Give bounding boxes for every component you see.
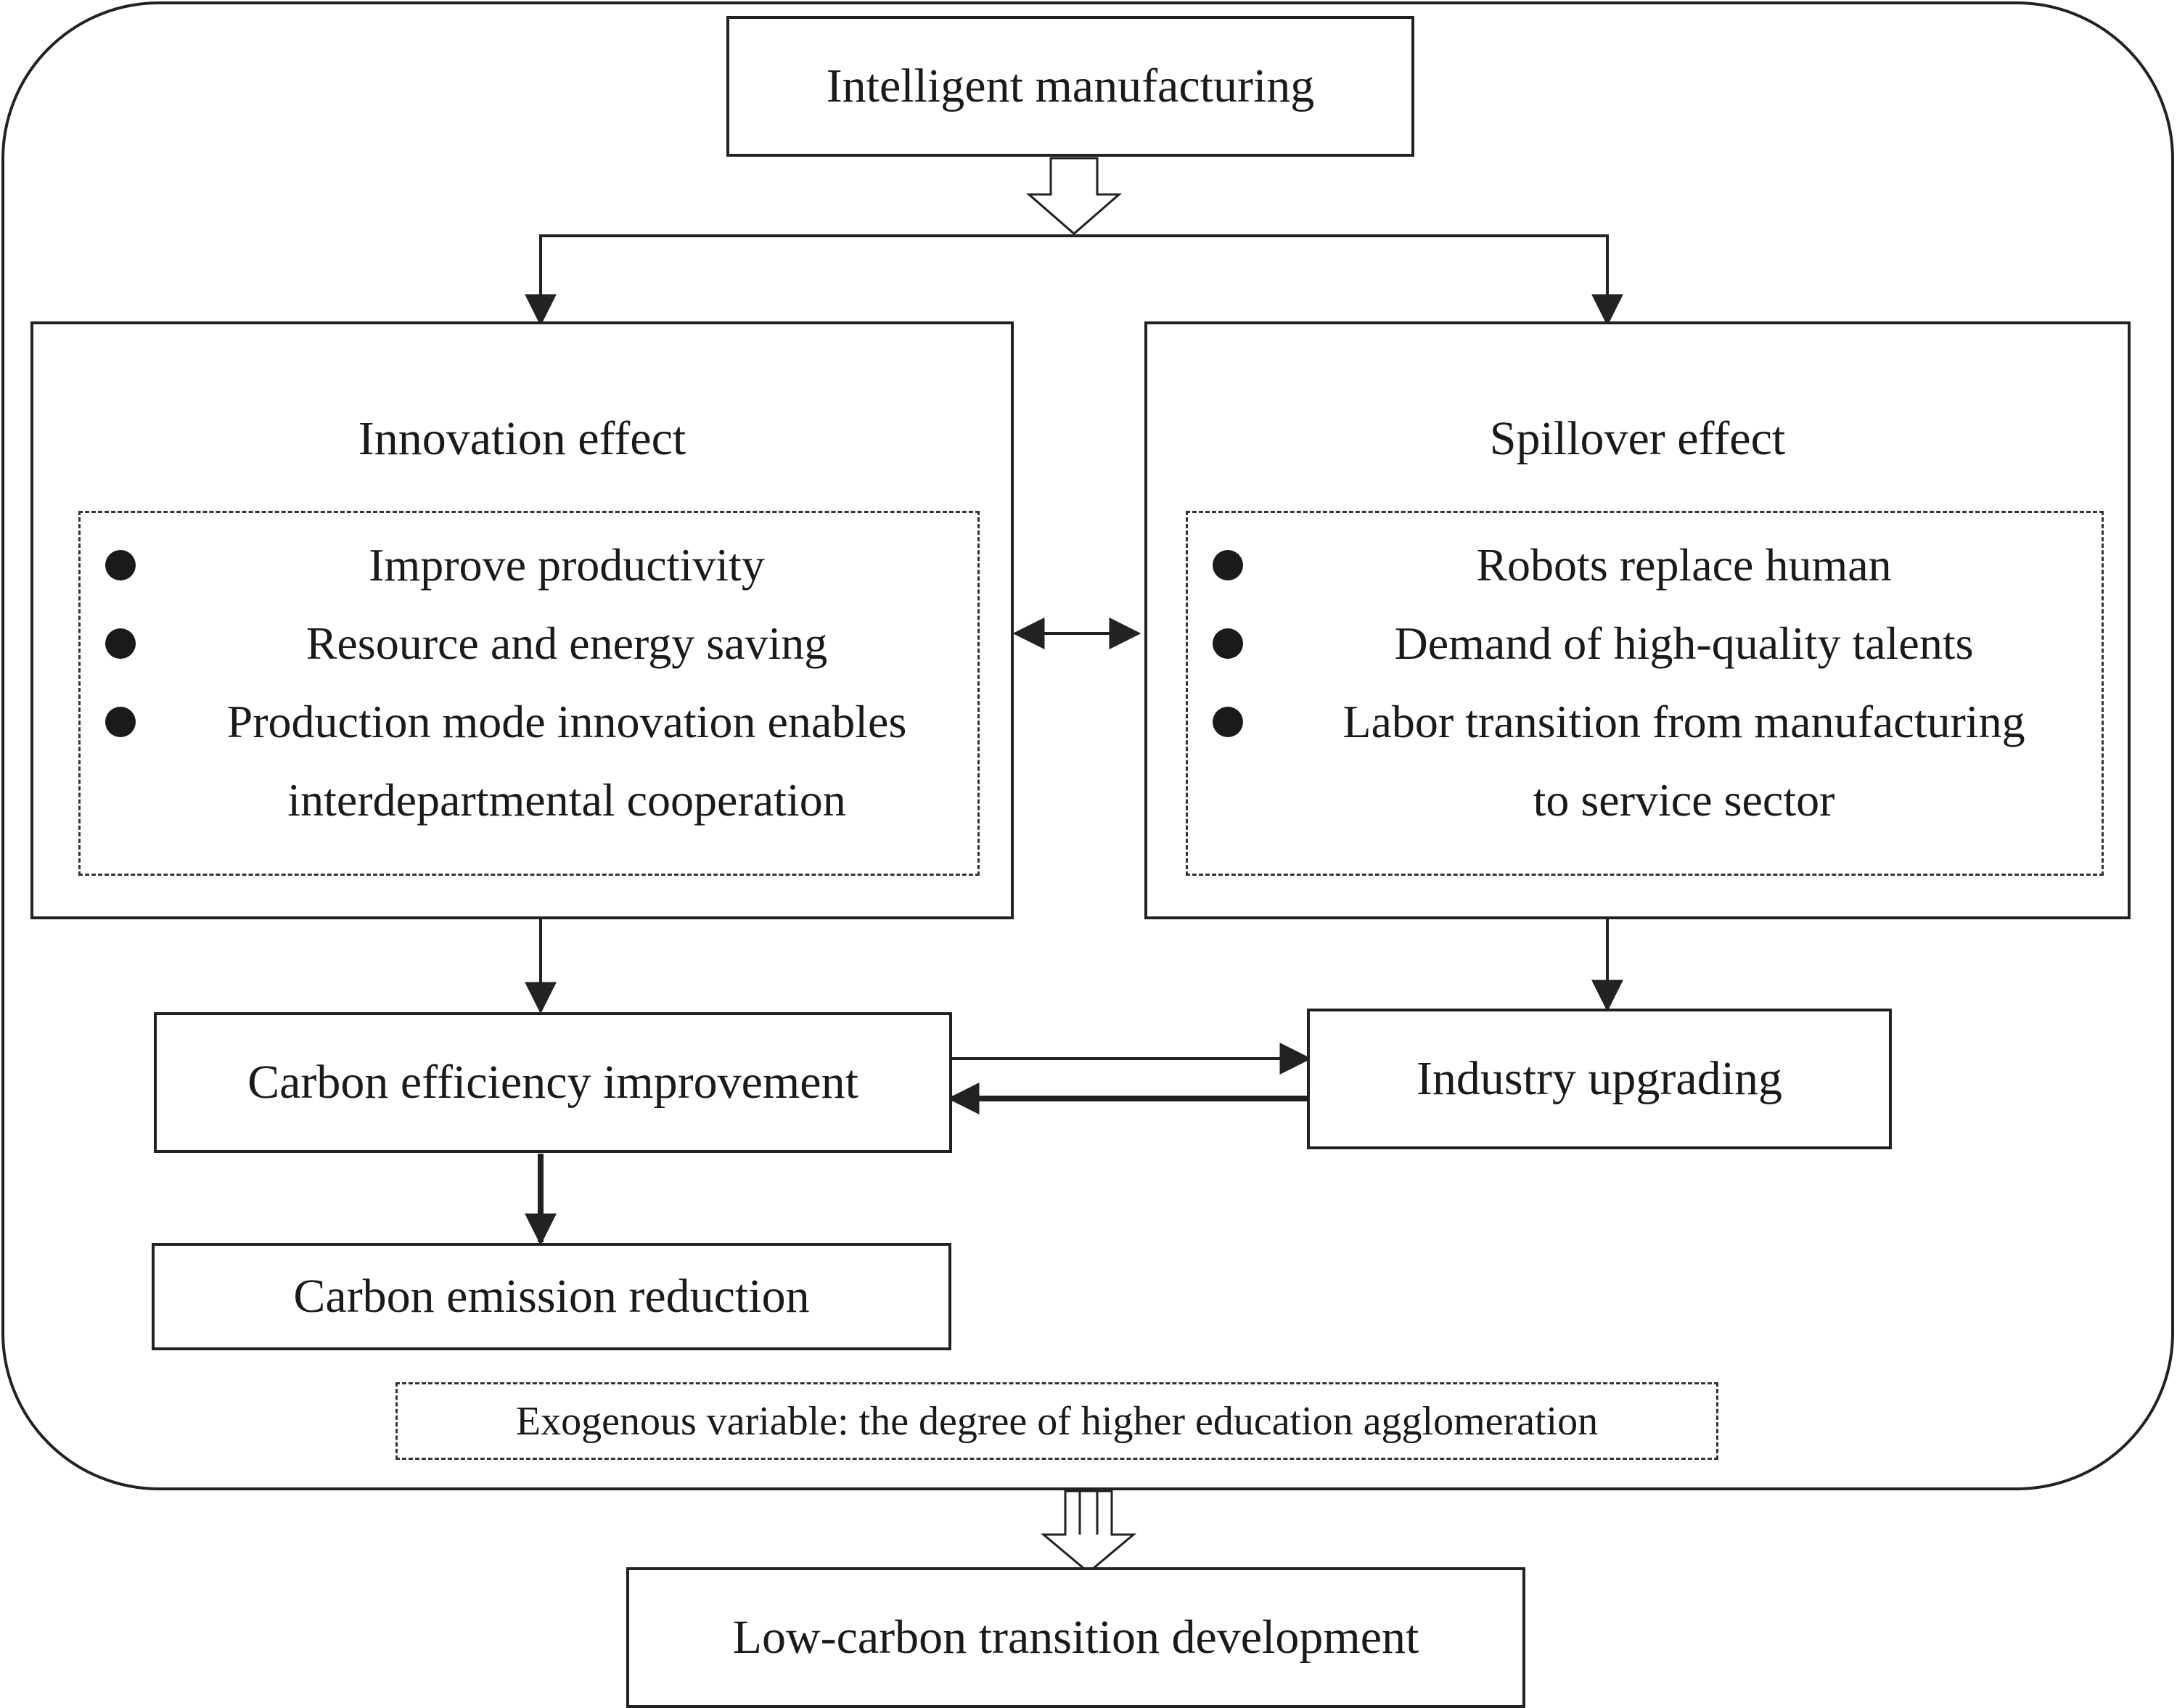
spillover-items-frame: Robots replace human Demand of high-qual… bbox=[1186, 511, 2104, 876]
hollow-arrow-bottom bbox=[1040, 1490, 1137, 1574]
list-item: Labor transition from manufacturing bbox=[1188, 683, 2091, 761]
innovation-items-frame: Improve productivity Resource and energy… bbox=[78, 511, 980, 876]
branch-line bbox=[539, 234, 1609, 323]
low-carbon-transition-label: Low-carbon transition development bbox=[732, 1610, 1419, 1664]
bullet-icon bbox=[105, 628, 136, 659]
carbon-efficiency-box: Carbon efficiency improvement bbox=[154, 1012, 952, 1153]
innovation-effect-title: Innovation effect bbox=[358, 412, 686, 465]
list-item: Demand of high-quality talents bbox=[1188, 604, 2091, 683]
list-item: Production mode innovation enables bbox=[81, 683, 964, 761]
bullet-icon bbox=[105, 707, 136, 737]
carbon-emission-box: Carbon emission reduction bbox=[152, 1243, 951, 1350]
industry-upgrading-label: Industry upgrading bbox=[1416, 1051, 1783, 1105]
list-item: Improve productivity bbox=[81, 526, 964, 604]
intelligent-manufacturing-label: Intelligent manufacturing bbox=[826, 59, 1315, 112]
spillover-effect-title: Spillover effect bbox=[1489, 412, 1786, 465]
list-item: Resource and energy saving bbox=[81, 604, 964, 683]
spillover-effect-box: Spillover effect Robots replace human De… bbox=[1144, 321, 2131, 919]
innovation-items-list: Improve productivity Resource and energy… bbox=[81, 526, 964, 839]
spillover-items-list: Robots replace human Demand of high-qual… bbox=[1188, 526, 2091, 839]
bullet-icon bbox=[1213, 707, 1243, 737]
list-item-continuation: interdepartmental cooperation bbox=[287, 774, 846, 826]
innovation-effect-box: Innovation effect Improve productivity R… bbox=[30, 321, 1014, 919]
hollow-arrow-top-outline bbox=[1025, 157, 1123, 235]
exogenous-variable-label: Exogenous variable: the degree of higher… bbox=[515, 1398, 1599, 1444]
exogenous-variable-box: Exogenous variable: the degree of higher… bbox=[395, 1382, 1718, 1460]
carbon-emission-label: Carbon emission reduction bbox=[293, 1269, 810, 1323]
list-item-continuation: to service sector bbox=[1533, 774, 1835, 826]
bullet-icon bbox=[105, 550, 136, 580]
intelligent-manufacturing-box: Intelligent manufacturing bbox=[726, 16, 1414, 157]
bullet-icon bbox=[1213, 628, 1243, 659]
industry-upgrading-box: Industry upgrading bbox=[1307, 1009, 1892, 1149]
outer-frame bbox=[1, 1, 2174, 1490]
carbon-efficiency-label: Carbon efficiency improvement bbox=[247, 1055, 858, 1109]
bullet-icon bbox=[1213, 550, 1243, 580]
low-carbon-transition-box: Low-carbon transition development bbox=[626, 1567, 1525, 1708]
list-item: Robots replace human bbox=[1188, 526, 2091, 604]
